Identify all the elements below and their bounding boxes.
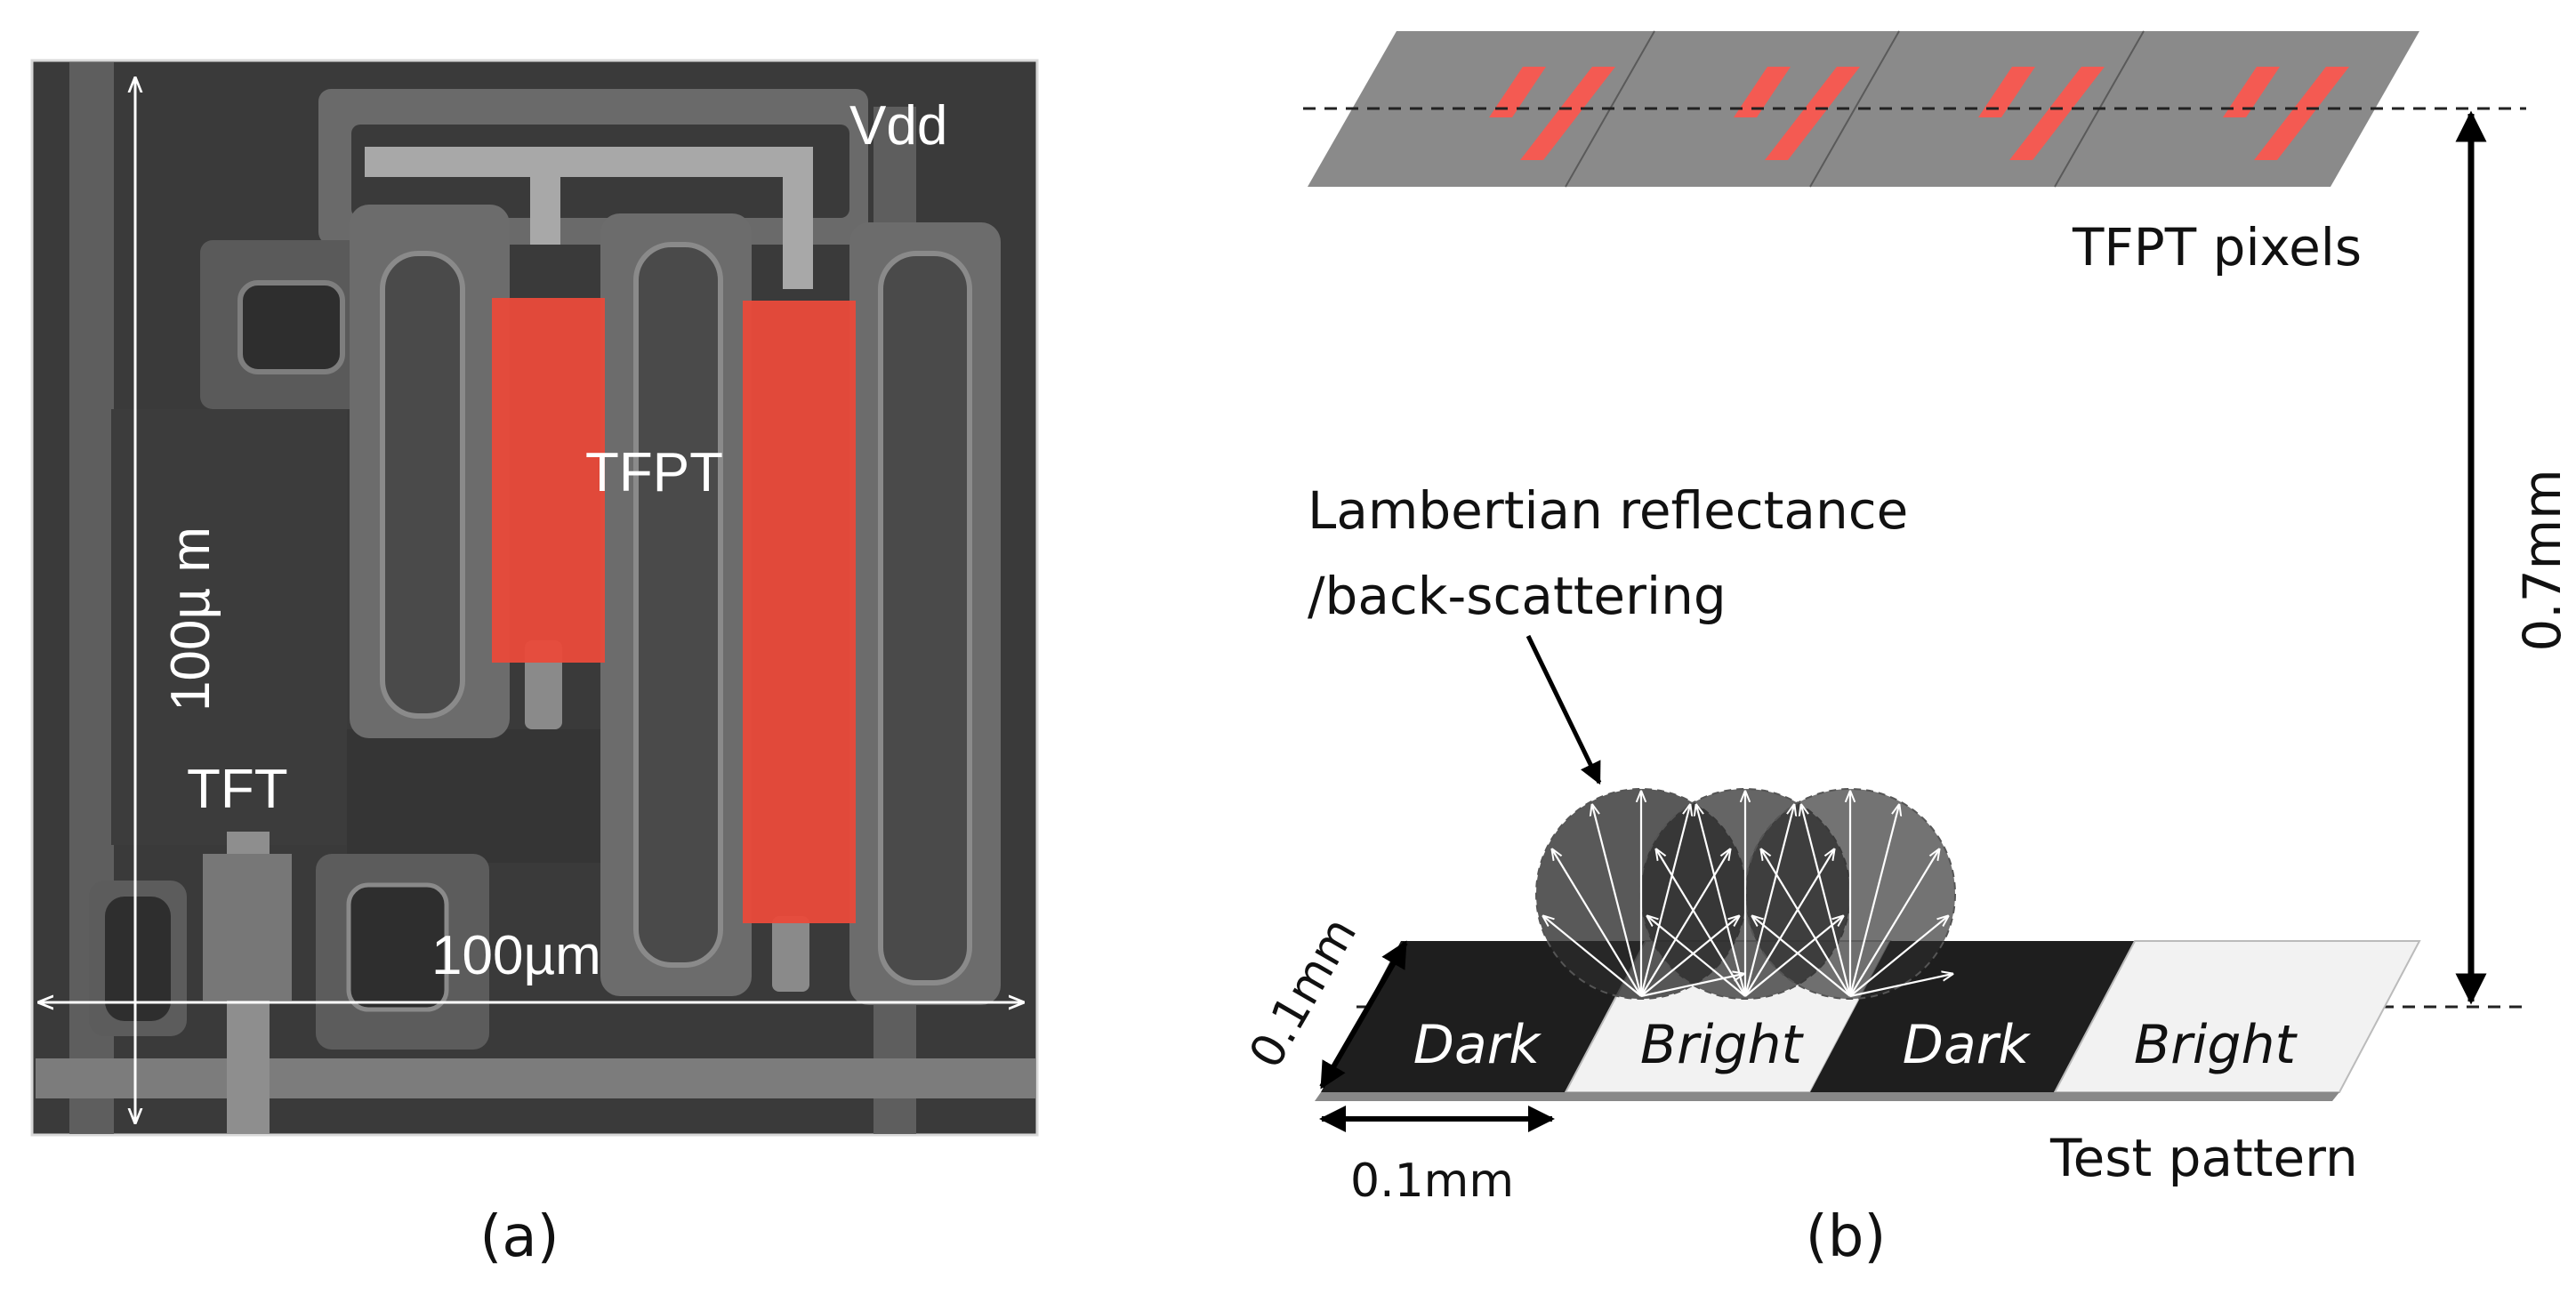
- dark-block-lower: [347, 729, 605, 863]
- pixel-4-marks: [2223, 67, 2349, 160]
- tfpt-highlight-right: [743, 301, 856, 923]
- reflectance-pointer: [1525, 634, 1602, 785]
- tft-label: TFT: [187, 759, 288, 820]
- pixel-1-marks: [1489, 67, 1615, 160]
- pattern-label: Test pattern: [2049, 1128, 2358, 1188]
- scatter-rays: [1543, 792, 1952, 998]
- pattern-cell-2-label: Bright: [1640, 1014, 1805, 1076]
- height-label: 100µ m: [160, 527, 221, 712]
- panel-b: 0.7mm TFPT pixels Dark Bright Dark Brigh…: [1239, 30, 2572, 1270]
- pattern-cell-1-label: Dark: [1413, 1014, 1542, 1076]
- caption-b: (b): [1806, 1204, 1887, 1270]
- pad-1-inner: [380, 251, 465, 719]
- tfpt-highlight-left: [492, 298, 605, 663]
- vdd-label: Vdd: [849, 95, 947, 157]
- pixels-label: TFPT pixels: [2072, 217, 2362, 278]
- pad-3-inner: [878, 251, 972, 985]
- depth-arrow: [1319, 940, 1408, 1090]
- vdd-branch: [530, 147, 560, 245]
- tft-gate: [203, 854, 292, 1001]
- width-label: 100µm: [431, 925, 601, 986]
- reflectance-label-line2: /back-scattering: [1308, 566, 1727, 626]
- tfpt-label: TFPT: [585, 442, 723, 503]
- contact-stub-2: [772, 916, 809, 992]
- pattern-bottom-edge: [1315, 1092, 2339, 1101]
- distance-label: 0.7mm: [2512, 469, 2572, 651]
- dark-block-mid: [111, 409, 347, 845]
- pixel-3-marks: [1978, 67, 2105, 160]
- vdd-line: [365, 147, 809, 177]
- pad-2-inner: [633, 242, 723, 968]
- left-gate-hole: [237, 280, 345, 374]
- bottom-bus: [36, 1058, 1035, 1098]
- width-label-b: 0.1mm: [1350, 1154, 1514, 1208]
- pattern-cell-4-label: Bright: [2134, 1014, 2298, 1076]
- vdd-branch-right: [783, 147, 813, 289]
- caption-a: (a): [479, 1204, 559, 1270]
- pixel-divider-2: [1809, 30, 1900, 188]
- pixel-2-marks: [1734, 67, 1860, 160]
- reflectance-label-line1: Lambertian reflectance: [1308, 480, 1908, 541]
- pattern-cell-3-label: Dark: [1903, 1014, 2032, 1076]
- panel-a: Vdd TFPT 100µ m TFT 100µm (a): [30, 59, 1039, 1270]
